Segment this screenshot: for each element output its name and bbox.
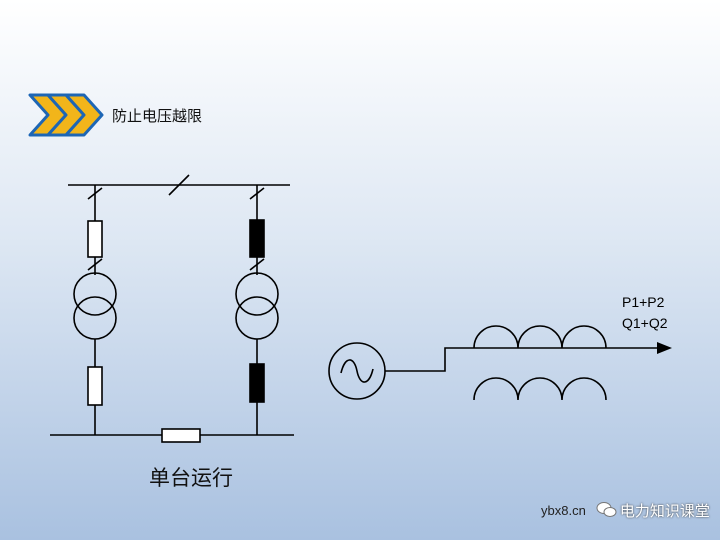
- left-transformer-winding-2: [73, 296, 117, 340]
- upper-coil: [473, 325, 607, 349]
- bus-breaker-slash: [168, 174, 190, 196]
- power-flow-arrowhead: [657, 342, 672, 354]
- ac-generator-icon: [328, 342, 386, 400]
- watermark-name: 电力知识课堂: [619, 501, 710, 520]
- right-upper-switch: [249, 219, 265, 258]
- reactive-power-label: Q1+Q2: [622, 315, 668, 331]
- right-branch: [235, 185, 279, 435]
- left-upper-switch: [87, 220, 103, 258]
- left-lower-switch: [87, 366, 103, 406]
- watermark: ybx8.cn 电力知识课堂: [541, 499, 710, 521]
- right-transformer-winding-2: [235, 296, 279, 340]
- watermark-site: ybx8.cn: [541, 502, 586, 518]
- section-title: 防止电压越限: [112, 106, 203, 125]
- right-transformer-winding-1: [235, 272, 279, 316]
- output-line: [385, 347, 605, 372]
- operation-mode-caption: 单台运行: [149, 466, 233, 490]
- right-lower-switch: [249, 363, 265, 403]
- bus-tie-switch: [161, 428, 201, 443]
- active-power-label: P1+P2: [622, 294, 665, 310]
- left-transformer-winding-1: [73, 272, 117, 316]
- left-branch: [73, 185, 117, 435]
- lower-coil: [473, 377, 607, 401]
- wechat-icon: [596, 502, 617, 517]
- section-title-bar: 防止电压越限: [28, 92, 202, 138]
- triple-chevron-icon: [28, 93, 104, 137]
